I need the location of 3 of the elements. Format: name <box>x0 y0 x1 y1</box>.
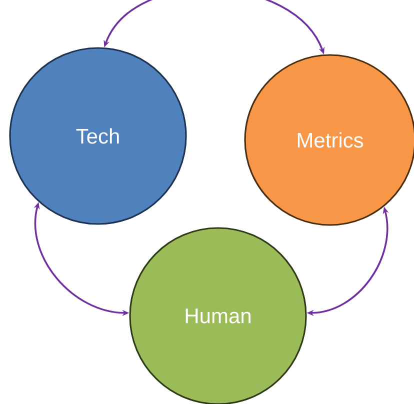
circle-node: Metrics <box>244 54 414 226</box>
circle-node: Human <box>129 227 307 404</box>
circle-node: Tech <box>9 47 187 225</box>
